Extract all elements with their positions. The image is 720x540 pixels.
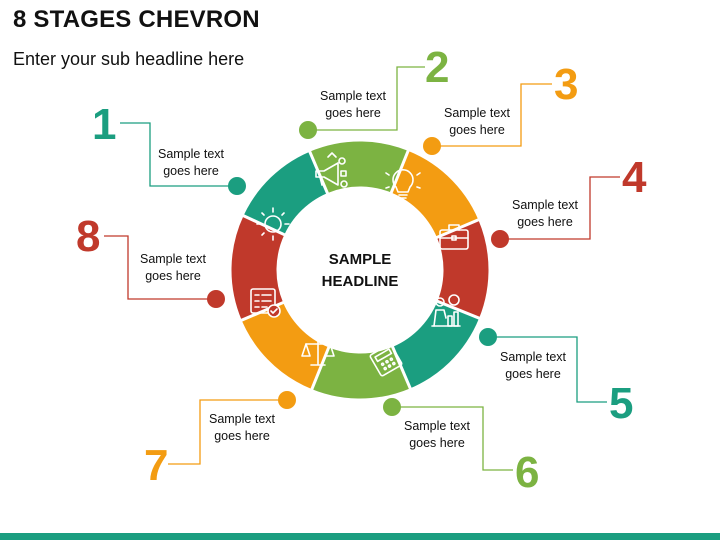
stage-text-2-line1: Sample text (319, 89, 386, 103)
stage-text-1: Sample text goes here (136, 146, 246, 180)
stage-text-4-line1: Sample text (511, 198, 578, 212)
connector-dot-3 (423, 137, 441, 155)
stage-text-7: Sample text goes here (187, 411, 297, 445)
connector-1 (120, 122, 237, 187)
stage-number-3: 3 (554, 60, 579, 109)
stage-text-5-line2: goes here (505, 367, 561, 381)
stage-text-1-line2: goes here (163, 164, 219, 178)
stage-number-1: 1 (92, 100, 117, 149)
bottom-accent-bar (0, 533, 720, 540)
connector-lines (104, 66, 620, 471)
stage-number-7: 7 (144, 441, 169, 490)
connector-dot-6 (383, 398, 401, 416)
stage-text-2: Sample text goes here (298, 88, 408, 122)
growth-chart-icon (431, 294, 461, 327)
checklist-icon (250, 288, 281, 318)
stage-text-3: Sample text goes here (422, 105, 532, 139)
stage-text-8-line1: Sample text (139, 252, 206, 266)
stage-text-6-line1: Sample text (403, 419, 470, 433)
page-title: 8 STAGES CHEVRON (13, 6, 260, 33)
lightbulb-icon (385, 161, 421, 199)
connector-8 (104, 235, 216, 300)
stage-text-7-line1: Sample text (208, 412, 275, 426)
stage-text-4-line2: goes here (517, 215, 573, 229)
stage-text-8-line2: goes here (145, 269, 201, 283)
sun-icon (256, 207, 290, 241)
stage-text-6: Sample text goes here (382, 418, 492, 452)
connector-3 (432, 83, 552, 147)
center-headline-line2: HEADLINE (321, 273, 399, 290)
stage-number-6: 6 (515, 448, 540, 497)
connector-dot-7 (278, 391, 296, 409)
stage-text-7-line2: goes here (214, 429, 270, 443)
connector-dot-1 (228, 177, 246, 195)
connector-dots (207, 121, 509, 416)
stage-text-6-line2: goes here (409, 436, 465, 450)
stage-text-8: Sample text goes here (118, 251, 228, 285)
stage-text-1-line1: Sample text (157, 147, 224, 161)
stage-text-3-line2: goes here (449, 123, 505, 137)
connector-4 (500, 176, 620, 240)
calculator-icon (369, 343, 403, 377)
connector-dot-8 (207, 290, 225, 308)
ring-segments (228, 138, 492, 402)
connector-5 (488, 336, 607, 403)
stage-text-5-line1: Sample text (499, 350, 566, 364)
stage-text-4: Sample text goes here (490, 197, 600, 231)
stage-number-8: 8 (76, 212, 101, 261)
center-headline-line1: SAMPLE (328, 251, 392, 268)
scales-icon (301, 337, 335, 366)
connector-6 (392, 406, 513, 471)
stage-number-5: 5 (609, 379, 634, 428)
stage-text-5: Sample text goes here (478, 349, 588, 383)
page-subtitle: Enter your sub headline here (13, 49, 245, 69)
connector-7 (168, 399, 287, 465)
stage-text-3-line1: Sample text (443, 106, 510, 120)
connector-dot-4 (491, 230, 509, 248)
connector-dot-2 (299, 121, 317, 139)
stage-number-2: 2 (425, 43, 450, 92)
connector-2 (308, 66, 425, 131)
ring-segment-8 (228, 213, 288, 323)
stage-text-2-line2: goes here (325, 106, 381, 120)
connector-dot-5 (479, 328, 497, 346)
stage-number-4: 4 (622, 153, 647, 202)
megaphone-icon (315, 152, 348, 188)
briefcase-icon (439, 224, 469, 250)
center-headline: SAMPLE HEADLINE (310, 249, 410, 293)
